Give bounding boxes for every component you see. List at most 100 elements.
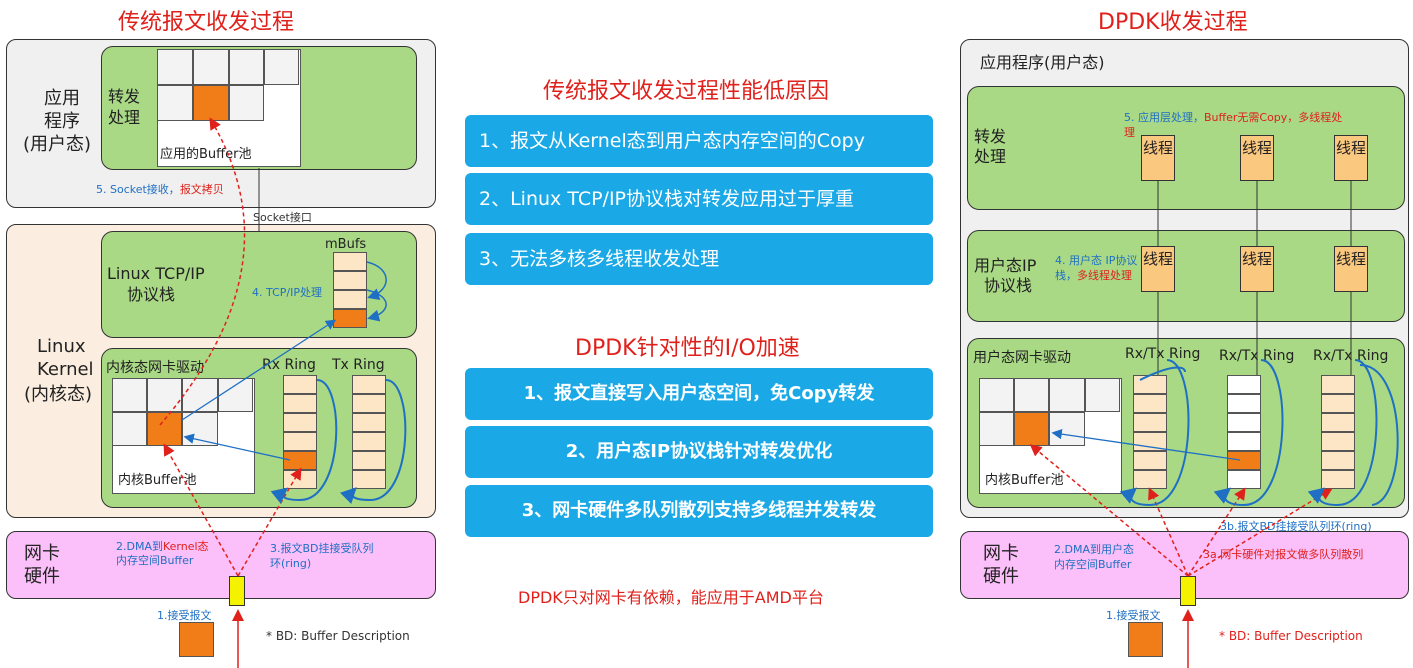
stack-thread-3: 线程: [1334, 246, 1368, 292]
right-app-proc: 5. 应用层处理，Buffer无需Copy，多线程处理: [1124, 111, 1343, 139]
left-rx-ring-label: Rx Ring: [262, 357, 316, 373]
right-kernel-buffer-label: 内核Buffer池: [985, 473, 1064, 488]
right-packet: [1128, 622, 1163, 657]
right-nic-chip: [1180, 576, 1196, 606]
ring3-cell: [1321, 470, 1355, 489]
ring2-cell: [1227, 432, 1261, 451]
ring2-cell-used: [1227, 451, 1261, 470]
left-kernel-label-2: Kernel: [37, 359, 94, 380]
ring3-cell: [1321, 375, 1355, 394]
reason-2: 2、Linux TCP/IP协议栈对转发应用过于厚重: [465, 173, 933, 225]
reason-title: 传统报文收发过程性能低原因: [543, 79, 830, 104]
ring1-cell: [1133, 413, 1167, 432]
right-dma-2: 内存空间Buffer: [1054, 558, 1132, 571]
reason-3: 3、无法多核多线程收发处理: [465, 233, 933, 285]
right-ipstack-label-2: 协议栈: [984, 276, 1033, 295]
right-driver-label: 用户态网卡驱动: [973, 350, 1071, 366]
buffer-cell: [1014, 378, 1049, 412]
ring3-cell: [1321, 432, 1355, 451]
ring2-cell: [1227, 413, 1261, 432]
left-driver-label: 内核态网卡驱动: [106, 360, 204, 376]
right-hash: 3a.网卡硬件对报文做多队列散列: [1203, 548, 1364, 561]
ring3-cell: [1321, 413, 1355, 432]
right-recv-label: 1.接受报文: [1106, 609, 1161, 622]
left-recv-label: 1.接受报文: [157, 609, 212, 622]
left-tcpip-label-1: Linux TCP/IP: [107, 264, 205, 283]
ring2-cell: [1227, 375, 1261, 394]
buffer-cell: [157, 49, 193, 85]
buffer-cell: [1085, 378, 1120, 412]
left-nic-chip: [229, 576, 245, 606]
app-thread-2: 线程: [1240, 135, 1274, 181]
left-app-label-2: 程序: [44, 111, 80, 132]
ring3-cell: [1321, 394, 1355, 413]
tx-ring-cell: [352, 451, 386, 470]
buffer-cell: [112, 378, 147, 412]
left-bd-note: * BD: Buffer Description: [266, 629, 410, 643]
mbuf-cell: [333, 271, 367, 290]
ring2-cell: [1227, 394, 1261, 413]
buffer-cell: [218, 378, 253, 412]
ring1-cell: [1133, 394, 1167, 413]
buffer-cell: [229, 49, 264, 85]
left-nic-label-1: 网卡: [24, 543, 60, 564]
left-forward-label-2: 处理: [108, 108, 141, 127]
mbuf-cell: [333, 290, 367, 309]
right-nic-label-2: 硬件: [983, 566, 1019, 587]
right-rxtx-label-1: Rx/Tx Ring: [1125, 346, 1201, 362]
right-ipstack-proc: 4. 用户态 IP协议栈，多线程处理: [1055, 254, 1138, 282]
right-title: DPDK收发过程: [1098, 10, 1248, 35]
buffer-cell: [979, 378, 1014, 412]
mbuf-cell: [333, 252, 367, 271]
reason-1: 1、报文从Kernel态到用户态内存空间的Copy: [465, 115, 933, 167]
right-ipstack-box: [967, 230, 1405, 322]
right-forward-box: [967, 86, 1405, 210]
right-bd-hook: 3b.报文BD挂接受队列环(ring): [1220, 520, 1372, 533]
ring1-cell: [1133, 451, 1167, 470]
left-mbufs-label: mBufs: [325, 237, 367, 252]
left-app-label-3: (用户态): [23, 134, 92, 155]
buffer-cell: [979, 412, 1014, 446]
right-bd-note: * BD: Buffer Description: [1219, 629, 1363, 643]
tx-ring-cell: [352, 470, 386, 489]
rx-ring-cell: [283, 432, 317, 451]
ring3-cell: [1321, 451, 1355, 470]
left-title: 传统报文收发过程: [118, 10, 295, 35]
app-thread-3: 线程: [1334, 135, 1368, 181]
left-tcpip-label-2: 协议栈: [127, 285, 176, 304]
rx-ring-cell: [283, 394, 317, 413]
stack-thread-2: 线程: [1240, 246, 1274, 292]
left-nic-box: [6, 531, 436, 599]
left-kernel-label-1: Linux: [37, 336, 86, 357]
right-nic-label-1: 网卡: [983, 543, 1019, 564]
tx-ring-cell: [352, 432, 386, 451]
right-forward-label-1: 转发: [974, 127, 1007, 146]
right-ipstack-label-1: 用户态IP: [974, 256, 1037, 275]
stack-thread-1: 线程: [1141, 246, 1175, 292]
left-packet: [179, 622, 214, 657]
tx-ring-cell: [352, 413, 386, 432]
right-forward-label-2: 处理: [974, 147, 1007, 166]
right-dma-1: 2.DMA到用户态: [1054, 543, 1134, 556]
left-socket-recv: 5. Socket接收，报文拷贝: [96, 183, 224, 196]
buffer-cell: [229, 85, 264, 121]
buffer-cell: [112, 412, 147, 446]
left-bd-hook-1: 3.报文BD挂接受队列: [270, 542, 374, 555]
left-kernel-label-3: (内核态): [24, 384, 93, 405]
app-thread-1: 线程: [1141, 135, 1175, 181]
tx-ring-cell: [352, 375, 386, 394]
left-bd-hook-2: 环(ring): [270, 557, 312, 570]
buffer-cell-used: [193, 85, 229, 121]
accel-title: DPDK针对性的I/O加速: [575, 336, 800, 361]
dpdk-note: DPDK只对网卡有依赖，能应用于AMD平台: [518, 588, 824, 607]
left-tx-ring-label: Tx Ring: [332, 357, 385, 373]
left-app-label-1: 应用: [44, 88, 80, 109]
rx-ring-cell: [283, 375, 317, 394]
right-app-label: 应用程序(用户态): [980, 53, 1105, 72]
left-socket-iface: Socket接口: [253, 211, 312, 224]
buffer-cell: [1049, 378, 1085, 412]
buffer-cell-used: [1014, 412, 1049, 446]
rx-ring-cell: [283, 413, 317, 432]
buffer-cell: [264, 49, 299, 85]
